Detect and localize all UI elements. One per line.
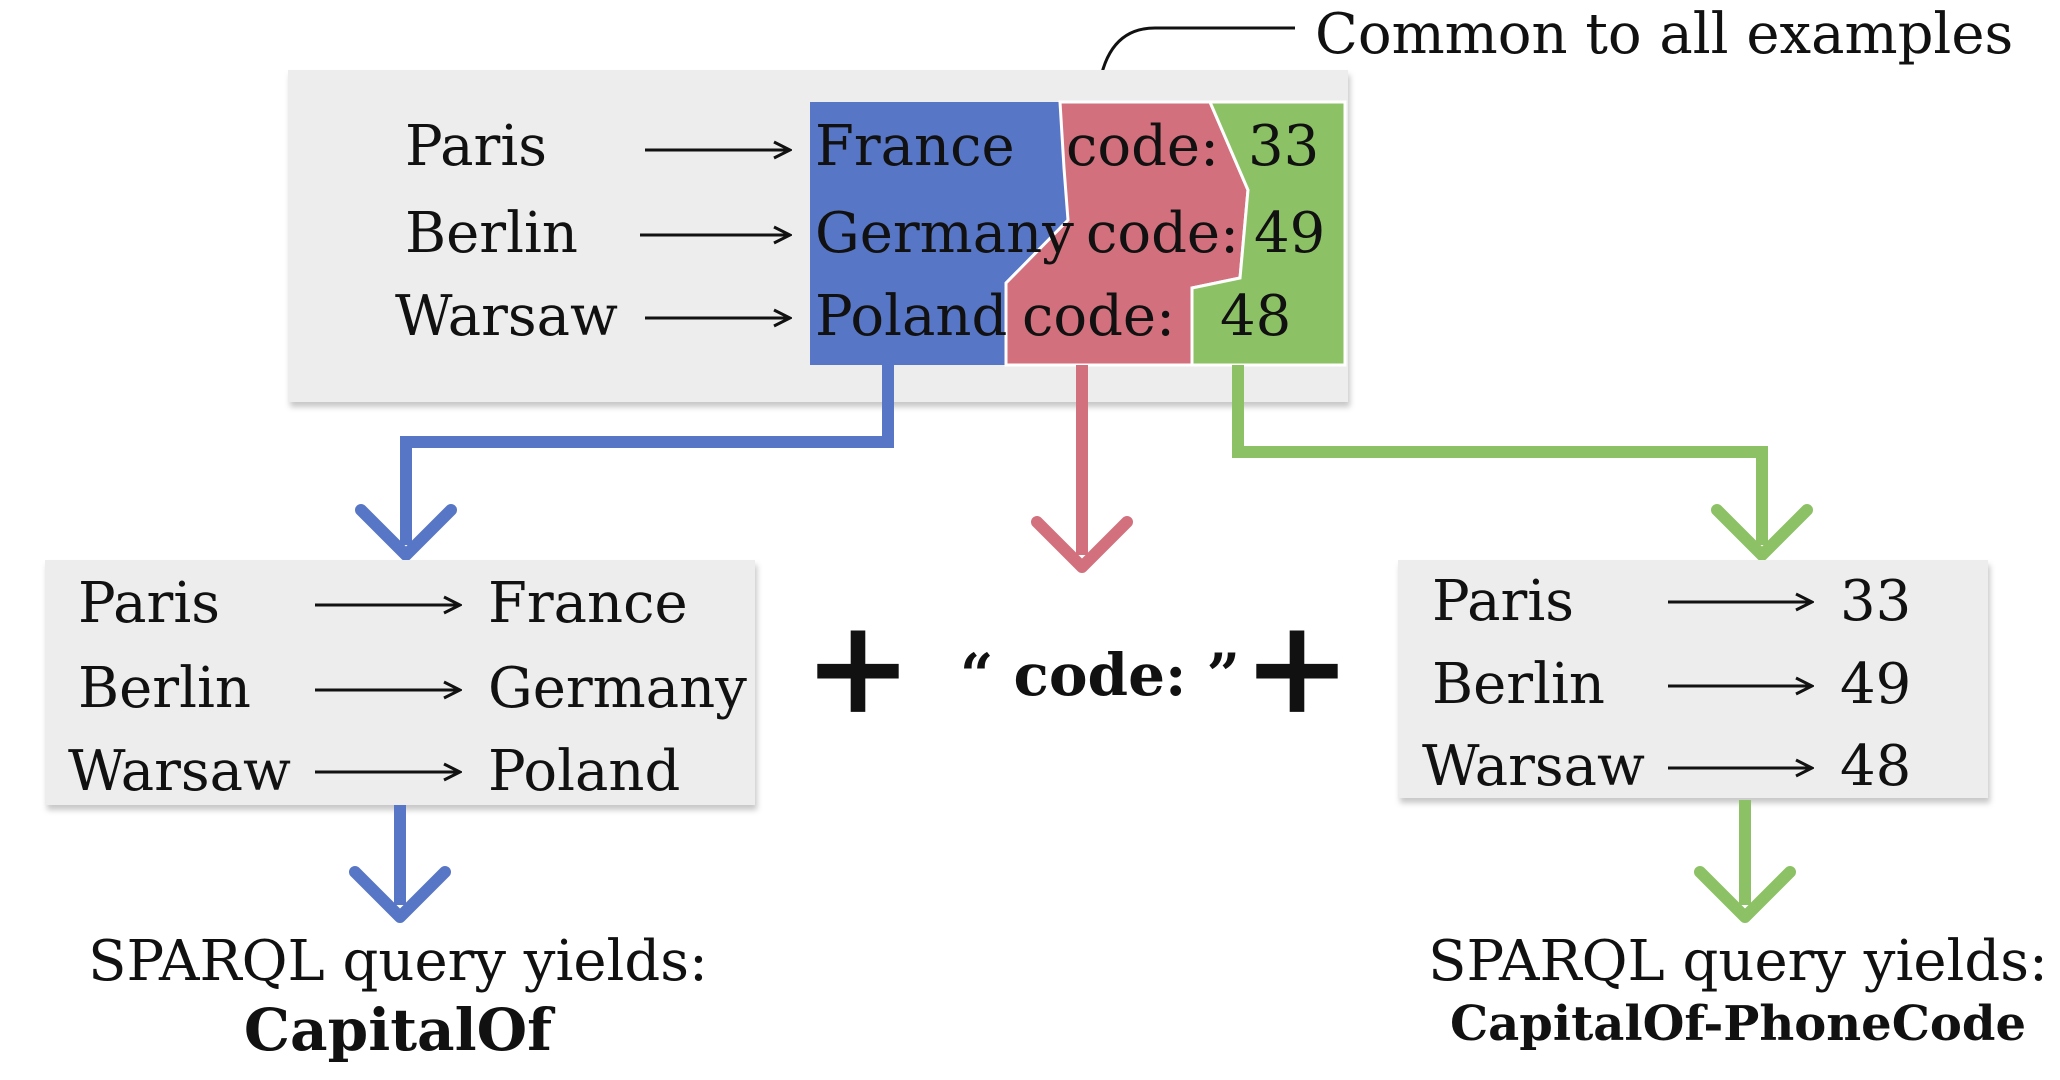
top-examples-box: Paris Berlin Warsaw France Germany Polan… [288, 70, 1348, 402]
right-box-background [1398, 560, 1988, 798]
top-row-code: 33 [1248, 114, 1319, 179]
plus-sign-right: + [1243, 590, 1352, 743]
left-row-city: Warsaw [68, 739, 291, 804]
top-row-country: France [815, 114, 1015, 179]
left-row-city: Berlin [78, 656, 251, 721]
top-row-country: Germany [815, 201, 1074, 266]
green-result-arrowhead [1694, 866, 1796, 923]
left-row-value: France [488, 571, 688, 636]
number-segment [1190, 100, 1347, 367]
right-result-caption: SPARQL query yields: [1428, 929, 2048, 994]
left-row-city: Paris [78, 571, 220, 636]
top-row-code-label: code: [1022, 284, 1175, 349]
red-arrowhead [1031, 516, 1133, 573]
right-row-city: Paris [1432, 569, 1574, 634]
green-connector [1232, 365, 1768, 545]
right-result-relation: CapitalOf-PhoneCode [1450, 996, 2026, 1052]
top-row-code: 49 [1254, 201, 1325, 266]
right-row-value: 33 [1840, 569, 1911, 634]
right-row-city: Warsaw [1422, 734, 1645, 799]
left-row-value: Germany [488, 656, 747, 721]
top-row-city: Warsaw [395, 284, 618, 349]
right-row-value: 48 [1840, 734, 1911, 799]
left-result-caption: SPARQL query yields: [88, 929, 708, 994]
top-row-code-label: code: [1086, 201, 1239, 266]
blue-connector [400, 365, 894, 545]
left-examples-box: Paris Berlin Warsaw France Germany Polan… [45, 560, 755, 805]
country-segment [810, 102, 1068, 365]
right-examples-box: Paris Berlin Warsaw 33 49 48 [1398, 560, 1988, 799]
left-result-relation: CapitalOf [244, 996, 556, 1064]
top-row-city: Paris [405, 114, 547, 179]
left-row-value: Poland [488, 739, 680, 804]
green-arrowhead [1711, 504, 1813, 561]
top-row-code-label: code: [1066, 114, 1219, 179]
plus-sign-left: + [804, 590, 913, 743]
top-row-code: 48 [1220, 284, 1291, 349]
top-row-city: Berlin [405, 201, 578, 266]
code-literal: “ code: ” [960, 641, 1240, 709]
annotation-label: Common to all examples [1315, 2, 2013, 67]
right-row-city: Berlin [1432, 652, 1605, 717]
blue-result-arrowhead [349, 866, 451, 923]
top-row-country: Poland [815, 284, 1007, 349]
right-row-value: 49 [1840, 652, 1911, 717]
blue-arrowhead [355, 504, 457, 561]
left-box-background [45, 560, 755, 805]
